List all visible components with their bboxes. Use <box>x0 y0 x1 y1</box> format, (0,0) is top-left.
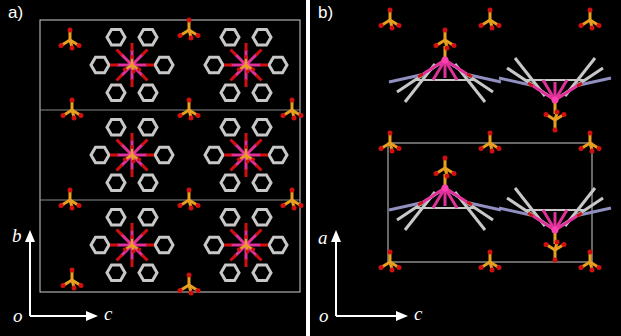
origin-label: o <box>319 306 329 327</box>
axis-label: b <box>12 226 22 247</box>
axis-label: c <box>104 304 112 325</box>
origin-label: o <box>13 306 23 327</box>
panel-label: a) <box>8 4 23 23</box>
panel-label: b) <box>318 4 333 23</box>
axis-label: a <box>318 228 328 249</box>
axis-label: c <box>414 304 422 325</box>
